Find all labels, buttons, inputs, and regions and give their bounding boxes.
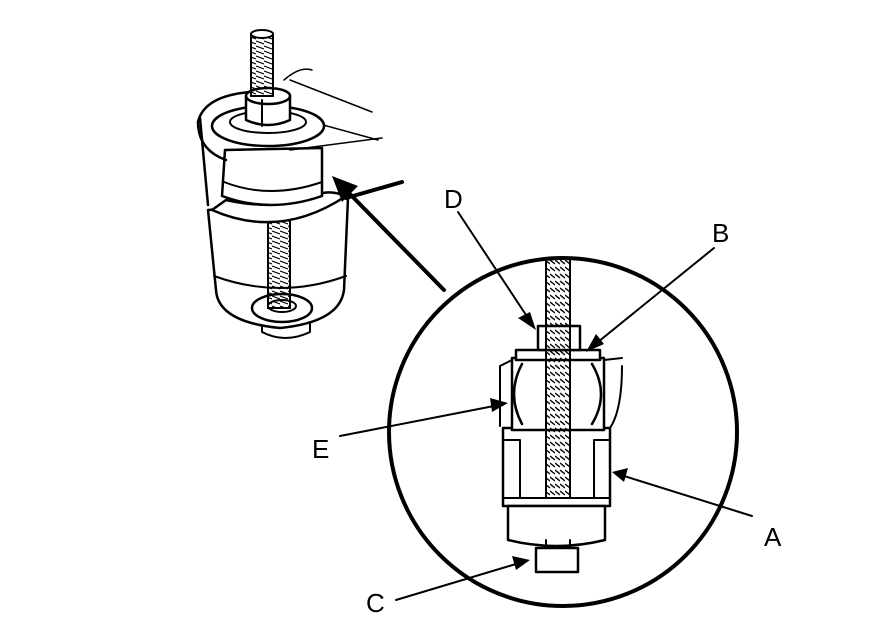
bushing-outer-right [609,365,623,429]
cup-base-section [506,504,607,548]
bushing-top-right [603,357,623,361]
lower-threaded-rod [267,217,291,309]
leader-d [457,211,529,319]
bushing-rubber-left [512,362,524,426]
cup-wall-left [502,439,521,499]
arrow-b [586,334,604,352]
arrow-a [612,468,628,482]
bushing-line [223,181,323,192]
detail-pointer [332,176,446,292]
arrow-d [518,312,536,330]
rod-tip [250,29,274,39]
assembled-tool-view [196,29,383,339]
leader-c [395,563,517,601]
detail-pointer-line [344,188,446,292]
rod-wire [283,68,313,81]
callout-leaders [339,211,753,601]
bushing-rubber-right [590,362,603,426]
detail-pointer-tick [344,180,404,200]
top-threaded-rod [250,33,274,97]
arrow-c [512,556,530,570]
bushing-body [220,146,324,207]
bottom-nut [261,321,311,339]
leader-a [623,475,753,517]
sleeve-ghost-line-3 [289,137,383,151]
callout-c: C [366,588,385,618]
sleeve-left-edge [196,120,228,162]
leader-e [339,405,495,437]
sleeve-side [198,116,210,207]
bottom-nut-section [534,546,580,574]
leader-b [597,247,715,343]
detail-pointer-head [332,176,358,202]
callout-a: A [764,522,782,552]
sleeve-ghost-line-2 [289,79,373,113]
arrow-e [490,398,508,412]
bushing-top-left [499,359,513,367]
threaded-rod-section [545,257,571,499]
callout-b: B [712,218,729,248]
cup-wall-right [593,439,611,499]
cross-section-detail [387,256,739,608]
callout-e: E [312,434,329,464]
callout-d: D [444,184,463,214]
callout-labels: D B E A C [312,184,782,618]
